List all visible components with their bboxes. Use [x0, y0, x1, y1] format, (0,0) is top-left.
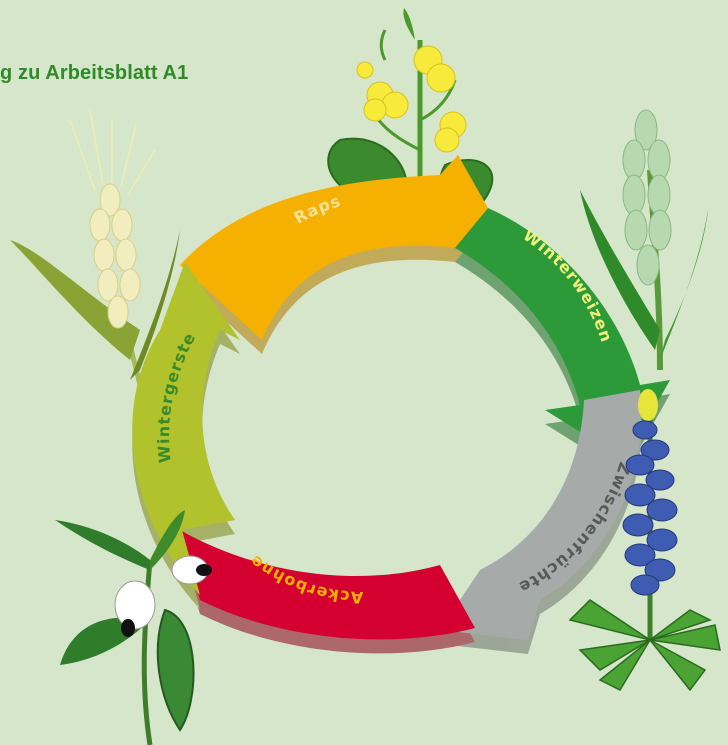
barley-plant: [10, 109, 180, 421]
broad-bean-plant: [55, 510, 212, 745]
page-title: g zu Arbeitsblatt A1: [0, 62, 189, 84]
bean-flower: [114, 555, 212, 637]
cycle-ring: Raps Winterweizen Zwischenfrüchte Ackerb…: [132, 155, 670, 654]
wheat-plant: [580, 109, 708, 371]
lupine-plant: [568, 389, 721, 692]
segment-ackerbohne: [180, 530, 475, 640]
segment-wintergerste: [132, 262, 240, 595]
segment-raps: [180, 155, 488, 340]
segment-zwischenfruechte: [440, 390, 642, 640]
